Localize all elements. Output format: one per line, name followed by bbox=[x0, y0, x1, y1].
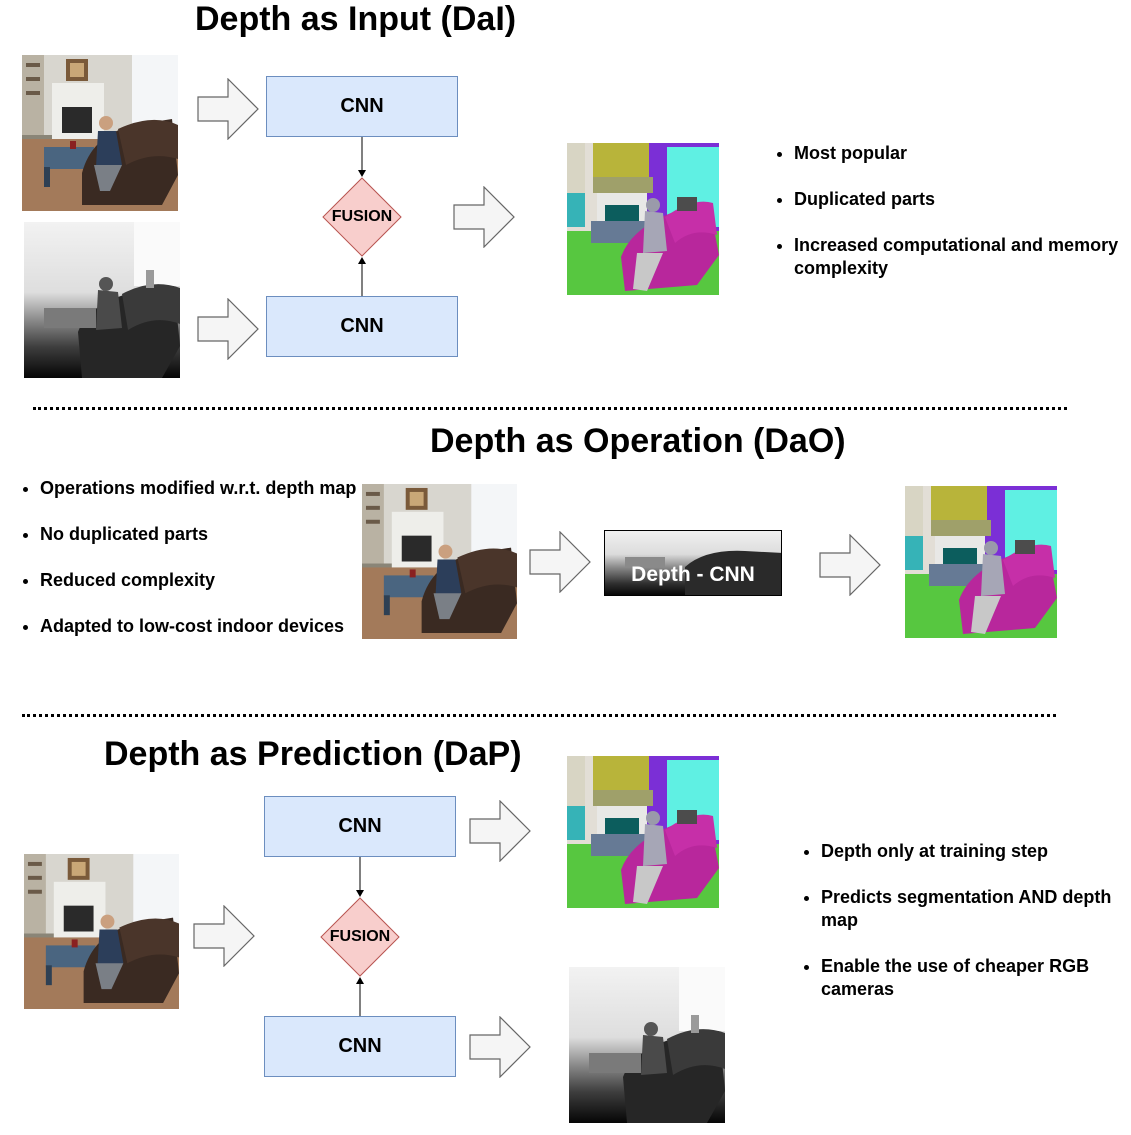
dao-depth-cnn-box: Depth - CNN bbox=[604, 530, 782, 596]
dai-bullet: Duplicated parts bbox=[794, 188, 1124, 211]
dai-bullet: Most popular bbox=[794, 142, 1124, 165]
dao-segmentation-image bbox=[905, 486, 1057, 638]
dai-segmentation-image bbox=[567, 143, 719, 295]
dap-bullet-list: Depth only at training step Predicts seg… bbox=[803, 840, 1131, 1024]
dap-title: Depth as Prediction (DaP) bbox=[104, 735, 522, 773]
dai-fusion-node: FUSION bbox=[322, 177, 402, 257]
dap-segmentation-image bbox=[567, 756, 719, 908]
dai-cnn-top: CNN bbox=[266, 76, 458, 137]
dao-arrow-input-icon bbox=[529, 531, 591, 593]
dap-arrow-input-icon bbox=[193, 905, 255, 967]
dao-title: Depth as Operation (DaO) bbox=[430, 422, 846, 460]
dao-bullet: Adapted to low-cost indoor devices bbox=[40, 615, 360, 638]
dai-arrow-depth-icon bbox=[197, 298, 259, 360]
dap-rgb-image bbox=[24, 853, 179, 1010]
dao-bullet: Operations modified w.r.t. depth map bbox=[40, 477, 360, 500]
section-divider bbox=[22, 714, 1056, 717]
dai-bullet: Increased computational and memory compl… bbox=[794, 234, 1124, 280]
dai-fusion-label: FUSION bbox=[331, 208, 393, 225]
dap-arrow-depth-icon bbox=[469, 1016, 531, 1078]
dai-bullet-list: Most popular Duplicated parts Increased … bbox=[776, 142, 1124, 303]
dap-bullet: Predicts segmentation AND depth map bbox=[821, 886, 1131, 932]
dai-title: Depth as Input (DaI) bbox=[195, 0, 517, 38]
dap-bullet: Depth only at training step bbox=[821, 840, 1131, 863]
dai-rgb-image bbox=[22, 55, 178, 211]
dao-rgb-image bbox=[362, 484, 517, 639]
dao-depth-cnn-label: Depth - CNN bbox=[631, 563, 755, 586]
section-divider bbox=[33, 407, 1067, 410]
dao-bullet: Reduced complexity bbox=[40, 569, 360, 592]
dap-fusion-node: FUSION bbox=[320, 897, 400, 977]
dai-depth-image bbox=[24, 222, 180, 378]
dap-arrow-seg-icon bbox=[469, 800, 531, 862]
dai-arrow-output-icon bbox=[453, 186, 515, 248]
dai-cnn-bottom: CNN bbox=[266, 296, 458, 357]
dao-bullet: No duplicated parts bbox=[40, 523, 360, 546]
dap-cnn-bottom: CNN bbox=[264, 1016, 456, 1077]
dap-depth-image bbox=[569, 967, 725, 1123]
dao-bullet-list: Operations modified w.r.t. depth map No … bbox=[22, 477, 360, 661]
dao-arrow-output-icon bbox=[819, 534, 881, 596]
dap-bullet: Enable the use of cheaper RGB cameras bbox=[821, 955, 1131, 1001]
dap-fusion-label: FUSION bbox=[329, 928, 391, 945]
dap-cnn-top: CNN bbox=[264, 796, 456, 857]
dai-arrow-rgb-icon bbox=[197, 78, 259, 140]
